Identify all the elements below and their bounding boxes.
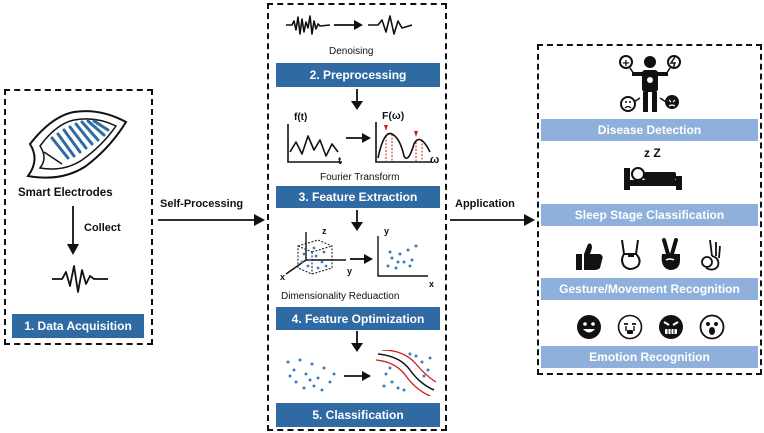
denoising-arrow: [334, 20, 363, 30]
step4-banner: 4. Feature Optimization: [276, 307, 440, 330]
collect-arrow: [67, 206, 79, 255]
clean-signal-icon: [368, 15, 412, 35]
application-panel: [537, 44, 762, 375]
step5-banner: 5. Classification: [276, 403, 440, 427]
self-processing-arrow: [158, 214, 265, 226]
classify-arrow: [344, 371, 371, 381]
fourier-arrow: [346, 133, 371, 143]
step2-banner: 2. Preprocessing: [276, 63, 440, 87]
app2-banner: Sleep Stage Classification: [541, 204, 758, 226]
application-arrow: [450, 214, 535, 226]
ft-time-ylabel: f(t): [294, 112, 308, 123]
ok-hand-icon: [701, 239, 721, 271]
surprised-face-icon: [699, 314, 725, 340]
happy-face-icon: [577, 315, 601, 339]
axis-x-label-2d: x: [429, 279, 435, 289]
sleep-zz: z Z: [644, 146, 661, 160]
unclassified-points: [286, 358, 336, 392]
rock-hand-icon: [621, 239, 641, 270]
disease-detection-icon: +: [619, 55, 681, 112]
svg-text:+: +: [622, 58, 630, 69]
data-acquisition-panel: [4, 89, 153, 345]
2d-feature-plot: [377, 236, 428, 277]
noisy-signal-icon: [286, 15, 330, 35]
axis-y-label-3d: y: [347, 266, 353, 276]
angry-face-icon: [659, 315, 683, 339]
application-label: Application: [455, 198, 515, 210]
frequency-domain-plot: [375, 122, 432, 163]
collect-label: Collect: [84, 222, 121, 234]
3d-feature-cube: [285, 232, 346, 275]
app3-banner: Gesture/Movement Recognition: [541, 278, 758, 300]
processing-panel: [267, 3, 447, 431]
crying-face-icon: [617, 314, 643, 340]
classified-points: [376, 350, 436, 396]
axis-z-label: z: [322, 226, 327, 236]
down-arrow-3: [351, 331, 363, 352]
ft-freq-ylabel: F(ω): [382, 110, 405, 122]
dimred-caption: Dimensionality Reduaction: [281, 291, 400, 302]
app4-banner: Emotion Recognition: [541, 346, 758, 368]
axis-y-label-2d: y: [384, 226, 390, 236]
app1-banner: Disease Detection: [541, 119, 758, 141]
self-processing-label: Self-Processing: [160, 198, 244, 210]
dimred-arrow: [350, 254, 373, 264]
raw-signal-icon: [52, 265, 108, 293]
fourier-caption: Fourier Transform: [320, 172, 400, 183]
step3-banner: 3. Feature Extraction: [276, 186, 440, 208]
sleep-icon: [624, 167, 682, 190]
down-arrow-1: [351, 89, 363, 110]
ft-freq-xlabel: ω: [430, 154, 440, 166]
smart-electrodes-label: Smart Electrodes: [18, 187, 113, 199]
down-arrow-2: [351, 210, 363, 231]
time-domain-plot: [287, 124, 342, 163]
thumbs-up-icon: [576, 243, 603, 270]
axis-x-label-3d: x: [280, 272, 286, 282]
smart-electrode-icon: [26, 110, 128, 179]
step1-banner: 1. Data Acquisition: [12, 314, 144, 338]
denoising-caption: Denoising: [329, 46, 374, 57]
victory-hand-icon: [661, 238, 680, 270]
ft-time-xlabel: t: [338, 156, 342, 167]
